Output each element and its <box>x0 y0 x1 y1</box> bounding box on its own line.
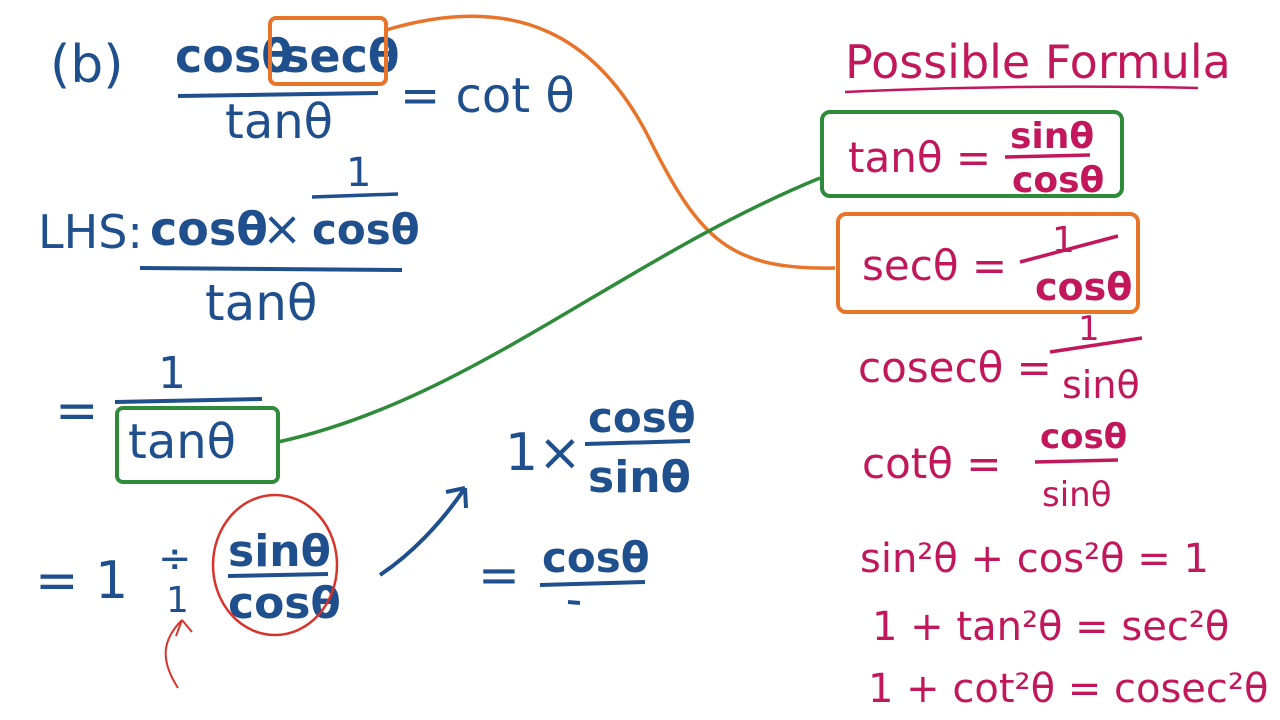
cosec-formula-bar <box>1049 336 1143 354</box>
step4-prefix: 1× <box>505 423 582 483</box>
tan-connector <box>277 176 821 444</box>
step5-top: cosθ <box>542 533 650 582</box>
problem-numerator-cos: cosθ <box>175 29 293 83</box>
sec-formula-bar <box>1019 234 1119 264</box>
formula-title: Possible Formula <box>845 35 1231 89</box>
step5-pending-mark <box>567 600 581 605</box>
red-arrow <box>164 619 193 689</box>
cot-formula-bottom: sinθ <box>1042 475 1112 515</box>
pythagorean-identity-3: 1 + cot²θ = cosec²θ <box>868 666 1268 712</box>
cot-formula-top: cosθ <box>1040 417 1127 457</box>
pythagorean-identity-1: sin²θ + cos²θ = 1 <box>860 536 1209 582</box>
problem-rhs: = cot θ <box>400 68 575 124</box>
step3-equals-one: = 1 <box>35 551 128 611</box>
sec-highlight-box <box>268 16 388 86</box>
cot-formula-bar <box>1034 458 1119 464</box>
step5-equals: = <box>478 546 520 604</box>
sec-formula-lhs: secθ = <box>862 241 1007 290</box>
step4-bottom: sinθ <box>588 452 691 503</box>
step2-denominator: tanθ <box>128 414 236 470</box>
cosec-formula-bottom: sinθ <box>1062 363 1140 407</box>
tan-formula-bottom: cosθ <box>1012 160 1104 201</box>
step4-top: cosθ <box>588 393 696 442</box>
tan-formula-bar <box>1004 153 1091 159</box>
cosec-formula-top: 1 <box>1078 309 1100 349</box>
title-underline <box>844 85 1199 94</box>
problem-numerator-sec: secθ <box>282 29 399 83</box>
problem-label: (b) <box>50 35 124 95</box>
lhs-times: × <box>262 201 302 257</box>
step4-fraction-bar <box>584 439 691 446</box>
lhs-inner-top: 1 <box>346 150 371 196</box>
tan-highlight-box <box>115 406 280 484</box>
step3-divide: ÷ <box>158 536 192 582</box>
step5-fraction-bar <box>539 580 646 587</box>
lhs-fraction-bar <box>139 266 403 272</box>
lhs-inner-bottom: cosθ <box>312 205 420 254</box>
pythagorean-identity-2: 1 + tan²θ = sec²θ <box>872 604 1229 650</box>
step3-frac-top: sinθ <box>228 526 331 577</box>
step2-numerator: 1 <box>158 348 186 399</box>
step2-equals: = <box>55 381 99 441</box>
sec-formula-bottom: cosθ <box>1035 265 1132 309</box>
lhs-inner-bar <box>311 192 399 199</box>
lhs-label: LHS: <box>38 205 143 259</box>
tan-formula-box <box>820 110 1124 198</box>
problem-fraction-bar <box>177 91 379 98</box>
sec-formula-top: 1 <box>1052 220 1075 261</box>
step3-fraction-bar <box>227 572 329 578</box>
reciprocal-circle <box>211 493 339 637</box>
step-arrow <box>378 486 468 577</box>
lhs-cos: cosθ <box>150 202 268 256</box>
problem-denominator: tanθ <box>225 94 333 150</box>
cot-formula-lhs: cotθ = <box>862 439 1002 488</box>
tan-formula-top: sinθ <box>1010 116 1094 157</box>
sec-connector <box>385 14 836 270</box>
tan-formula-lhs: tanθ = <box>848 133 991 182</box>
step2-fraction-bar <box>114 397 263 404</box>
lhs-denominator: tanθ <box>205 274 318 332</box>
cosec-formula-lhs: cosecθ = <box>858 343 1052 392</box>
step3-divide-denominator: 1 <box>166 580 189 621</box>
step3-frac-bottom: cosθ <box>228 578 341 629</box>
sec-formula-box <box>836 212 1140 314</box>
